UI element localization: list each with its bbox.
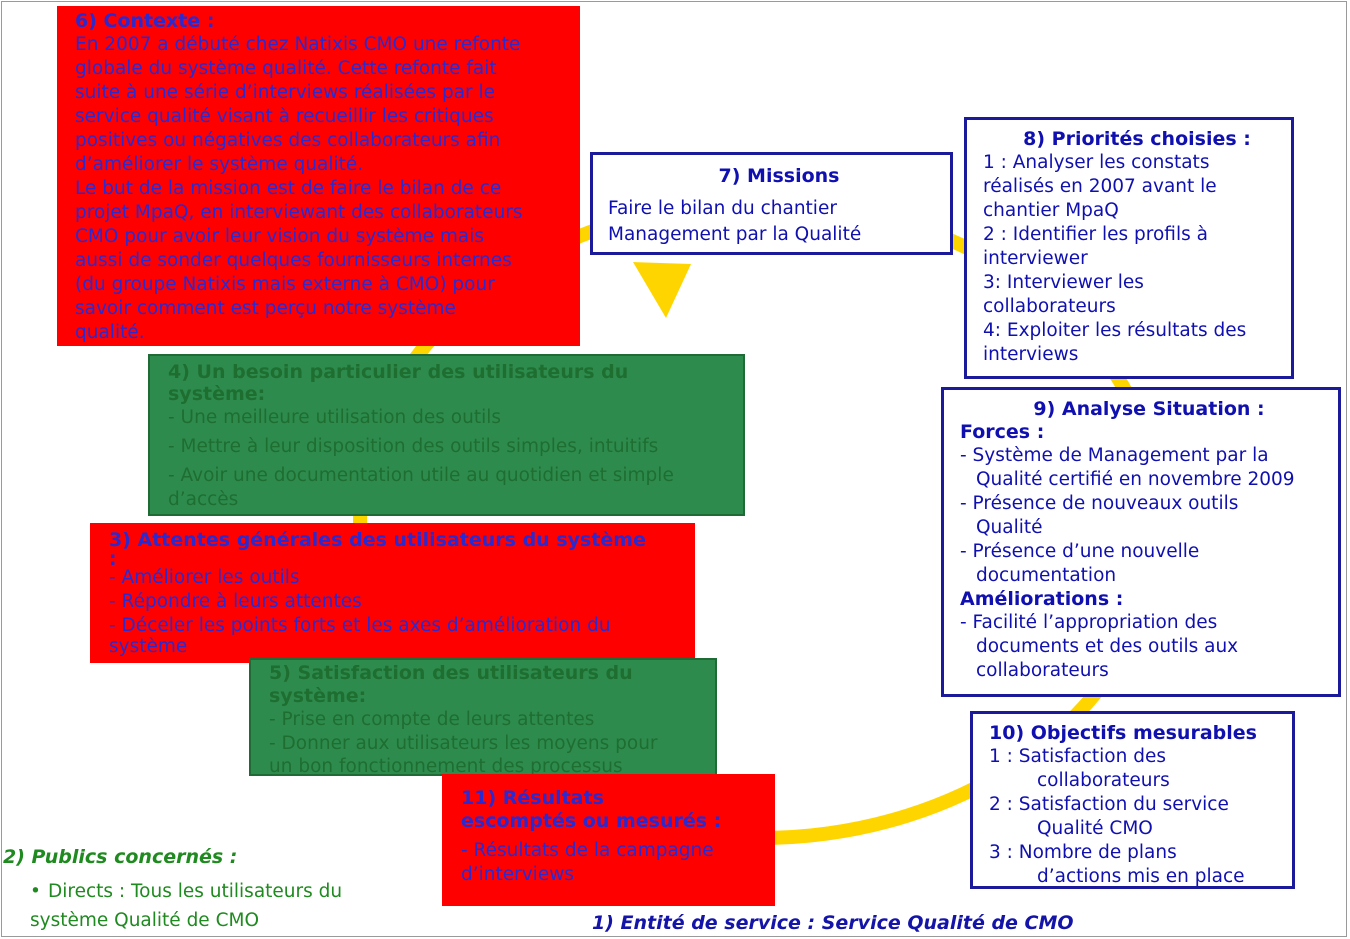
priorites-title: 8) Priorités choisies :: [1023, 128, 1251, 150]
resultats-item: - Résultats de la campagne: [461, 840, 714, 861]
contexte-title: 6) Contexte :: [75, 10, 215, 32]
analyse-title: 9) Analyse Situation :: [1033, 398, 1265, 420]
priorites-line: collaborateurs: [983, 296, 1116, 317]
attentes-item: - Répondre à leurs attentes: [109, 591, 362, 612]
attentes-item: système: [109, 636, 188, 657]
satisfaction-item: - Donner aux utilisateurs les moyens pou…: [269, 733, 658, 754]
contexte-line: (du groupe Natixis mais externe à CMO) p…: [75, 274, 495, 295]
satisfaction-title-cont: système:: [269, 685, 367, 707]
missions-line: Faire le bilan du chantier: [608, 198, 837, 219]
satisfaction-box: 5) Satisfaction des utilisateurs du syst…: [249, 658, 717, 776]
contexte-line: globale du système qualité. Cette refont…: [75, 58, 497, 79]
contexte-line: positives ou négatives des collaborateur…: [75, 130, 501, 151]
forces-line: Qualité: [976, 517, 1043, 538]
ameliorations-label: Améliorations :: [960, 588, 1124, 610]
priorites-box: 8) Priorités choisies : 1 : Analyser les…: [964, 117, 1294, 379]
attentes-item: - Déceler les points forts et les axes d…: [109, 615, 611, 636]
contexte-line: aussi de sonder quelques fournisseurs in…: [75, 250, 512, 271]
resultats-item: d’interviews: [461, 864, 574, 885]
satisfaction-title: 5) Satisfaction des utilisateurs du: [269, 662, 633, 684]
objectifs-line: 3 : Nombre de plans: [989, 842, 1177, 863]
priorites-line: chantier MpaQ: [983, 200, 1119, 221]
priorites-line: 2 : Identifier les profils à: [983, 224, 1208, 245]
satisfaction-item: - Prise en compte de leurs attentes: [269, 709, 595, 730]
ameliorations-line: collaborateurs: [976, 660, 1109, 681]
contexte-line: Le but de la mission est de faire le bil…: [75, 178, 502, 199]
cycle-arrowhead: [633, 262, 691, 318]
missions-title: 7) Missions: [718, 165, 840, 187]
attentes-item: - Améliorer les outils: [109, 567, 300, 588]
objectifs-line: d’actions mis en place: [1037, 866, 1245, 887]
contexte-box: 6) Contexte : En 2007 a débuté chez Nati…: [57, 6, 580, 346]
missions-box: 7) Missions Faire le bilan du chantier M…: [590, 152, 953, 255]
contexte-line: savoir comment est perçu notre système: [75, 298, 456, 319]
besoin-title-cont: système:: [168, 383, 266, 405]
priorites-line: interviewer: [983, 248, 1088, 269]
attentes-box: 3) Attentes générales des utilisateurs d…: [90, 523, 695, 663]
attentes-title: 3) Attentes générales des utilisateurs d…: [109, 529, 646, 551]
forces-label: Forces :: [960, 421, 1045, 443]
besoin-title: 4) Un besoin particulier des utilisateur…: [168, 361, 629, 383]
publics-item-text: Directs : Tous les utilisateurs du systè…: [30, 881, 343, 931]
besoin-box: 4) Un besoin particulier des utilisateur…: [148, 354, 745, 516]
priorites-line: réalisés en 2007 avant le: [983, 176, 1217, 197]
ameliorations-line: - Facilité l’appropriation des: [960, 612, 1218, 633]
entity-label: 1) Entité de service : Service Qualité d…: [592, 912, 1074, 934]
besoin-item: d’accès: [168, 489, 239, 510]
priorites-line: interviews: [983, 344, 1079, 365]
priorites-line: 1 : Analyser les constats: [983, 152, 1210, 173]
contexte-line: qualité.: [75, 322, 145, 343]
objectifs-line: 1 : Satisfaction des: [989, 746, 1166, 767]
contexte-line: service qualité visant à recueillir les …: [75, 106, 494, 127]
forces-line: - Présence de nouveaux outils: [960, 493, 1239, 514]
missions-line: Management par la Qualité: [608, 224, 862, 245]
objectifs-line: collaborateurs: [1037, 770, 1170, 791]
objectifs-box: 10) Objectifs mesurables 1 : Satisfactio…: [970, 711, 1295, 889]
resultats-title: 11) Résultats: [461, 787, 604, 809]
ameliorations-line: documents et des outils aux: [976, 636, 1239, 657]
attentes-title-cont: :: [109, 548, 117, 570]
forces-line: - Système de Management par la: [960, 445, 1269, 466]
forces-line: - Présence d’une nouvelle: [960, 541, 1200, 562]
forces-line: Qualité certifié en novembre 2009: [976, 469, 1295, 490]
contexte-line: En 2007 a débuté chez Natixis CMO une re…: [75, 34, 521, 55]
publics-item: •Directs : Tous les utilisateurs du syst…: [30, 877, 410, 935]
resultats-title-cont: escomptés ou mesurés :: [461, 810, 722, 832]
objectifs-line: 2 : Satisfaction du service: [989, 794, 1229, 815]
publics-title: 2) Publics concernés :: [3, 846, 238, 868]
contexte-line: CMO pour avoir leur vision du système ma…: [75, 226, 484, 247]
resultats-box: 11) Résultats escomptés ou mesurés : - R…: [442, 774, 775, 906]
priorites-line: 4: Exploiter les résultats des: [983, 320, 1247, 341]
analyse-box: 9) Analyse Situation : Forces : - Systèm…: [941, 387, 1341, 697]
priorites-line: 3: Interviewer les: [983, 272, 1144, 293]
contexte-line: d’améliorer le système qualité.: [75, 154, 364, 175]
forces-line: documentation: [976, 565, 1117, 586]
contexte-line: suite à une série d’interviews réalisées…: [75, 82, 496, 103]
contexte-line: projet MpaQ, en interviewant des collabo…: [75, 202, 523, 223]
besoin-item: - Mettre à leur disposition des outils s…: [168, 436, 659, 457]
besoin-item: - Avoir une documentation utile au quoti…: [168, 465, 674, 486]
objectifs-line: Qualité CMO: [1037, 818, 1153, 839]
satisfaction-item: un bon fonctionnement des processus: [269, 756, 623, 776]
besoin-item: - Une meilleure utilisation des outils: [168, 407, 502, 428]
objectifs-title: 10) Objectifs mesurables: [989, 722, 1257, 744]
bullet-icon: •: [30, 881, 41, 902]
